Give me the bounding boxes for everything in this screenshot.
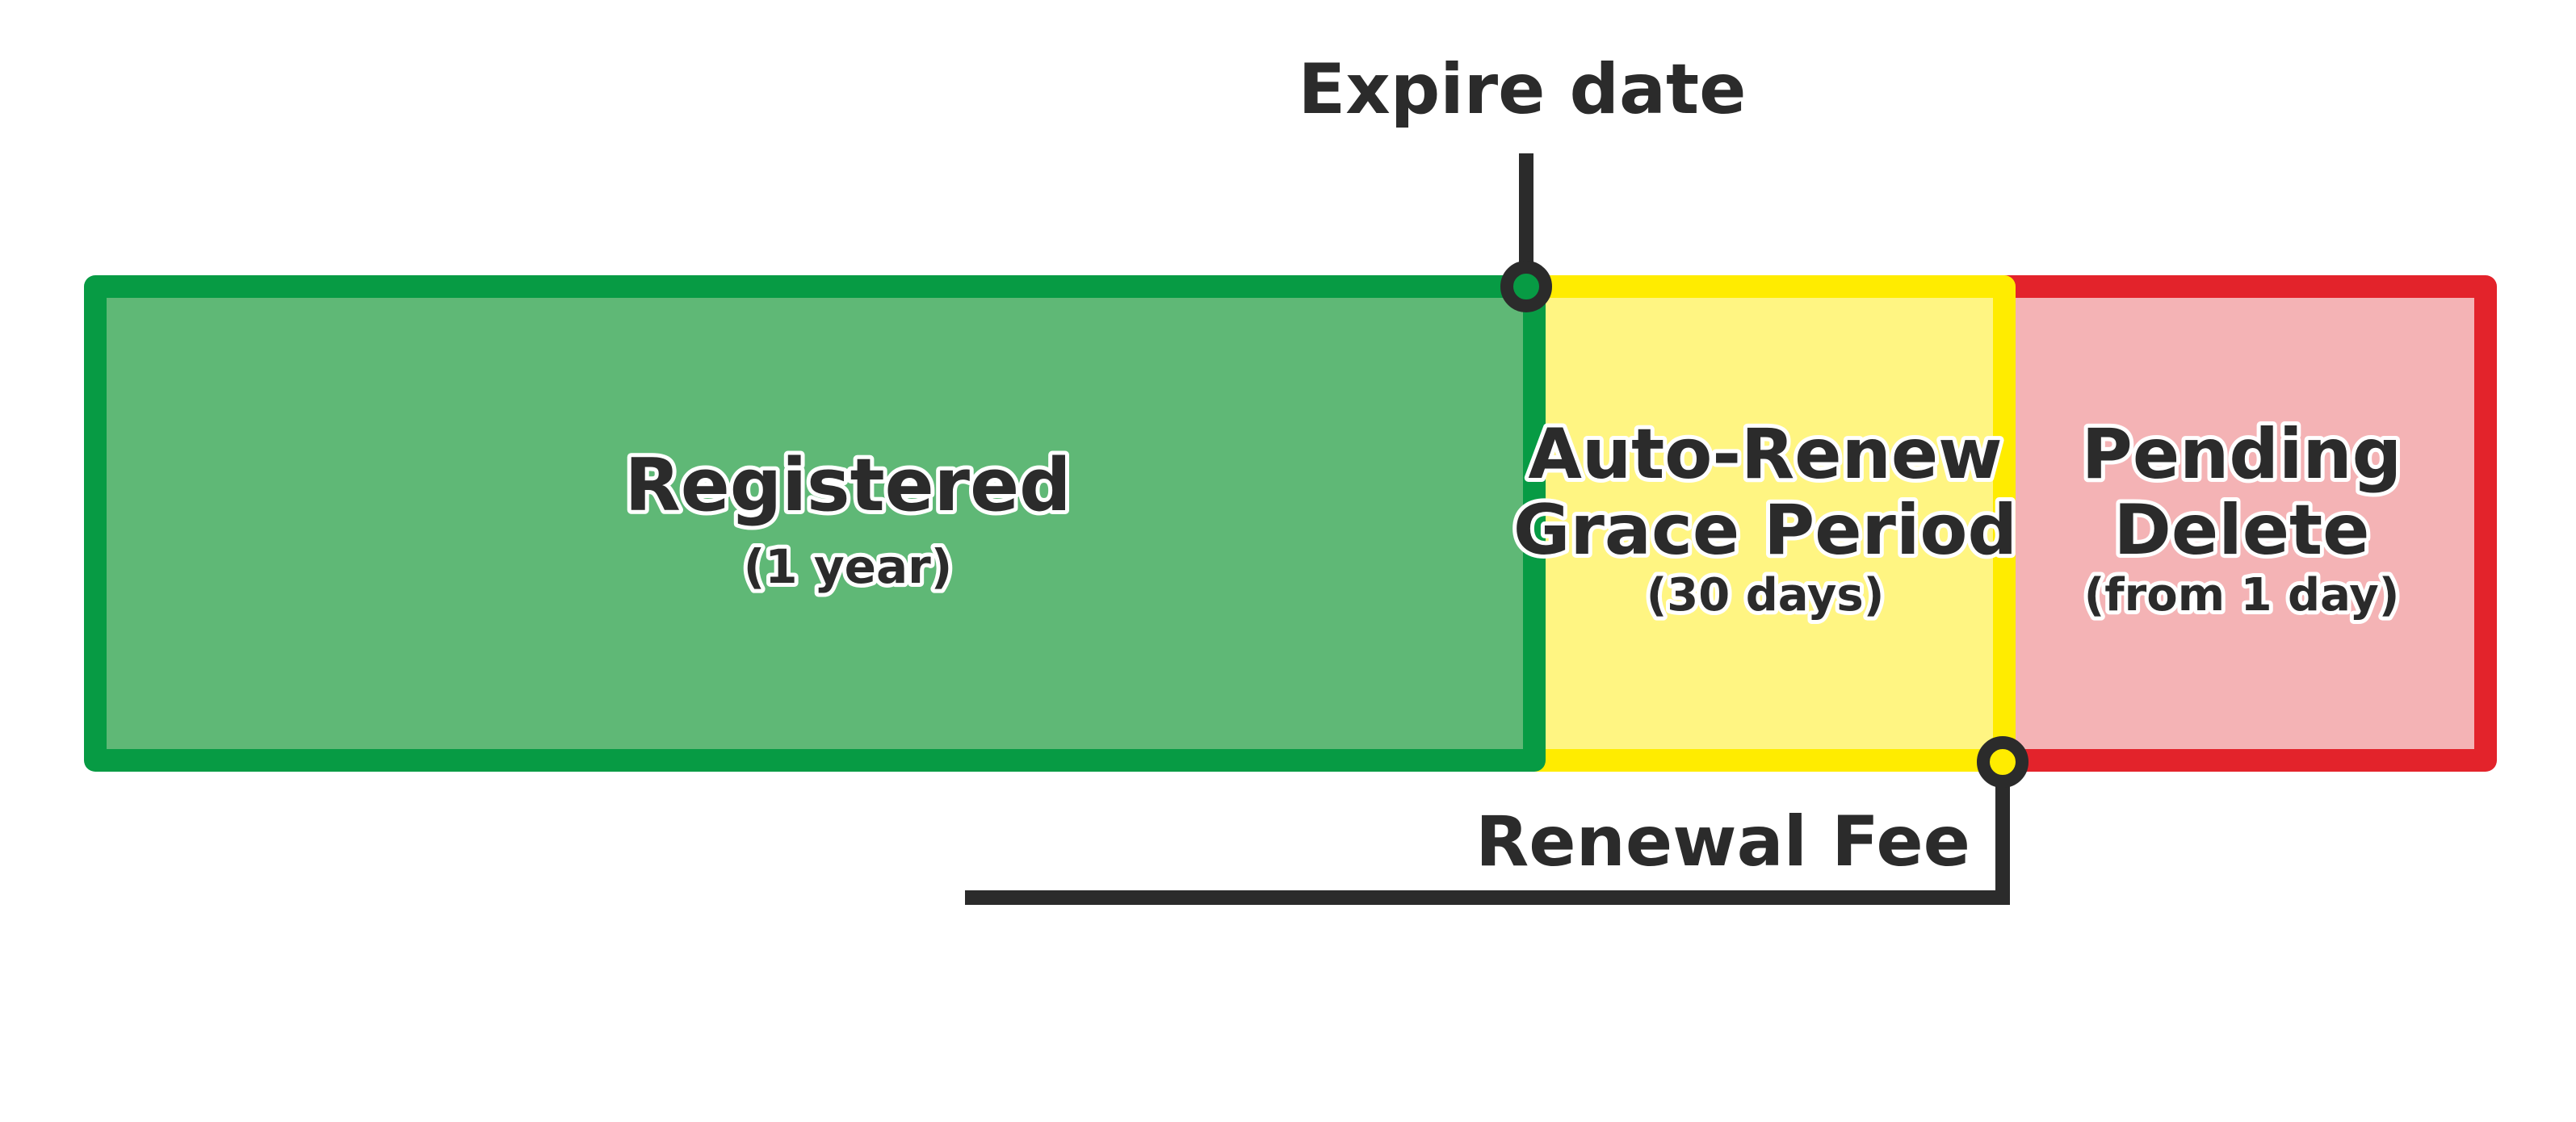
pending-delete-title-line-2: Delete — [2114, 490, 2370, 571]
grace-period-title-line-2: Grace Period — [1513, 490, 2017, 571]
registered-title: Registered — [624, 443, 1071, 528]
registered-segment — [84, 275, 1546, 772]
expire-date-label: Expire date — [1298, 49, 1747, 130]
renewal-fee-marker — [1977, 736, 2028, 788]
renewal-fee-label: Renewal Fee — [1475, 802, 1970, 882]
renewal-fee-connector — [965, 781, 2010, 905]
pending-delete-subtitle: (from 1 day) — [2084, 569, 2400, 622]
expire-date-marker — [1500, 261, 1552, 312]
grace-period-subtitle: (30 days) — [1647, 569, 1885, 622]
grace-period-segment — [1508, 275, 2016, 772]
registered-subtitle: (1 year) — [744, 539, 952, 594]
pending-delete-title-line-1: Pending — [2082, 414, 2402, 495]
grace-period-title-line-1: Auto-Renew — [1528, 414, 2002, 495]
